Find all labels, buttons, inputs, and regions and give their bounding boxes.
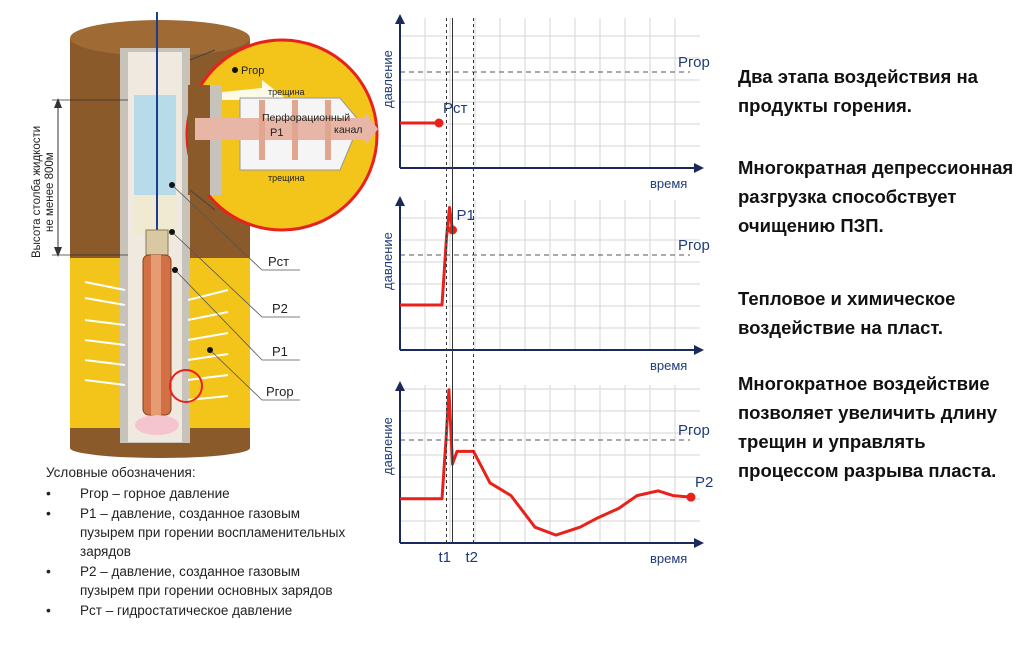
- inset-leader-top: [189, 49, 216, 61]
- pressure-curve: [400, 206, 454, 307]
- y-axis-label: давление: [380, 417, 395, 475]
- liquid-lower: [134, 195, 176, 235]
- point-label: P2: [695, 474, 713, 491]
- inset-leader-bottom: [189, 189, 216, 211]
- callout-p2: P2: [272, 301, 288, 316]
- gas-bubble: [135, 415, 179, 435]
- t1-label: t1: [439, 549, 452, 566]
- x-axis-label: время: [650, 358, 687, 373]
- callout-dots: [169, 182, 213, 353]
- y-arrow: [395, 381, 405, 391]
- zoom-marker: [169, 369, 203, 403]
- callout-p-gor: Pгор: [266, 384, 294, 399]
- legend-item-p-st: Pст – гидростатическое давление: [46, 601, 346, 620]
- perforations: [84, 281, 229, 401]
- x-arrow: [694, 538, 704, 548]
- dim-arrow-bottom: [54, 247, 62, 257]
- charge-head: [145, 229, 169, 256]
- rock-bottom-ellipse: [70, 438, 250, 458]
- curve-end-point: [434, 118, 444, 128]
- inset-zoom: трещина трещина Перфорационный канал P1 …: [185, 38, 379, 232]
- ref-label-p-gor: Pгор: [678, 237, 710, 254]
- callout-p1: P1: [272, 344, 288, 359]
- right-text-3: Тепловое и химическое воздействие на пла…: [738, 288, 956, 338]
- legend-title: Условные обозначения:: [46, 465, 196, 480]
- x-arrow: [694, 345, 704, 355]
- x-axis-label: время: [650, 176, 687, 191]
- y-axis-label: давление: [380, 232, 395, 290]
- point-label: Pст: [443, 100, 468, 117]
- inset-channel-label-1: Перфорационный: [262, 112, 350, 124]
- callout-p-st: Pст: [268, 254, 289, 269]
- inset-p1-label: P1: [270, 127, 283, 139]
- charge-highlight: [151, 255, 161, 415]
- legend-item-p-gor: Pгор – горное давление: [46, 484, 346, 503]
- right-text-1: Два этапа воздействия на продукты горени…: [738, 66, 978, 116]
- rock-top-ellipse: [70, 20, 250, 56]
- x-arrow: [694, 163, 704, 173]
- inset-crack-bottom-label: трещина: [268, 173, 305, 183]
- legend-list: Pгор – горное давление P1 – давление, со…: [46, 484, 346, 620]
- y-axis-label: давление: [380, 50, 395, 108]
- legend-item-p2: P2 – давление, созданное газовым пузырем…: [46, 562, 346, 600]
- callout-lines: [171, 184, 300, 401]
- y-arrow: [395, 14, 405, 24]
- legend-item-p1: P1 – давление, созданное газовым пузырем…: [46, 504, 346, 561]
- x-axis-label: время: [650, 551, 687, 566]
- point-label: P1: [457, 207, 475, 224]
- well-diagram: Высота столба жидкости не менее 800м Pст…: [31, 12, 379, 458]
- right-text-4: Многократное воздействие позволяет увели…: [738, 373, 998, 481]
- curve-end-point: [686, 492, 696, 502]
- t2-label: t2: [466, 549, 479, 566]
- y-arrow: [395, 196, 405, 206]
- inset-channel-label-2: канал: [334, 124, 362, 136]
- liquid-column: [134, 95, 176, 195]
- chart-ignition: Pгор время давление P1: [380, 196, 710, 373]
- ref-label-p-gor: Pгор: [678, 422, 710, 439]
- legend: Условные обозначения: Pгор – горное давл…: [46, 463, 346, 621]
- height-caption-2: не менее 800м: [44, 152, 56, 232]
- height-caption-1: Высота столба жидкости: [31, 126, 43, 258]
- ref-label-p-gor: Pгор: [678, 54, 710, 71]
- inset-crack-top-label: трещина: [268, 87, 305, 97]
- dim-arrow-top: [54, 98, 62, 108]
- inset-p-gor-label: Pгор: [241, 65, 264, 77]
- pressure-curve: [400, 388, 692, 537]
- right-text-2: Многократная депрессионная разгрузка спо…: [738, 157, 1014, 236]
